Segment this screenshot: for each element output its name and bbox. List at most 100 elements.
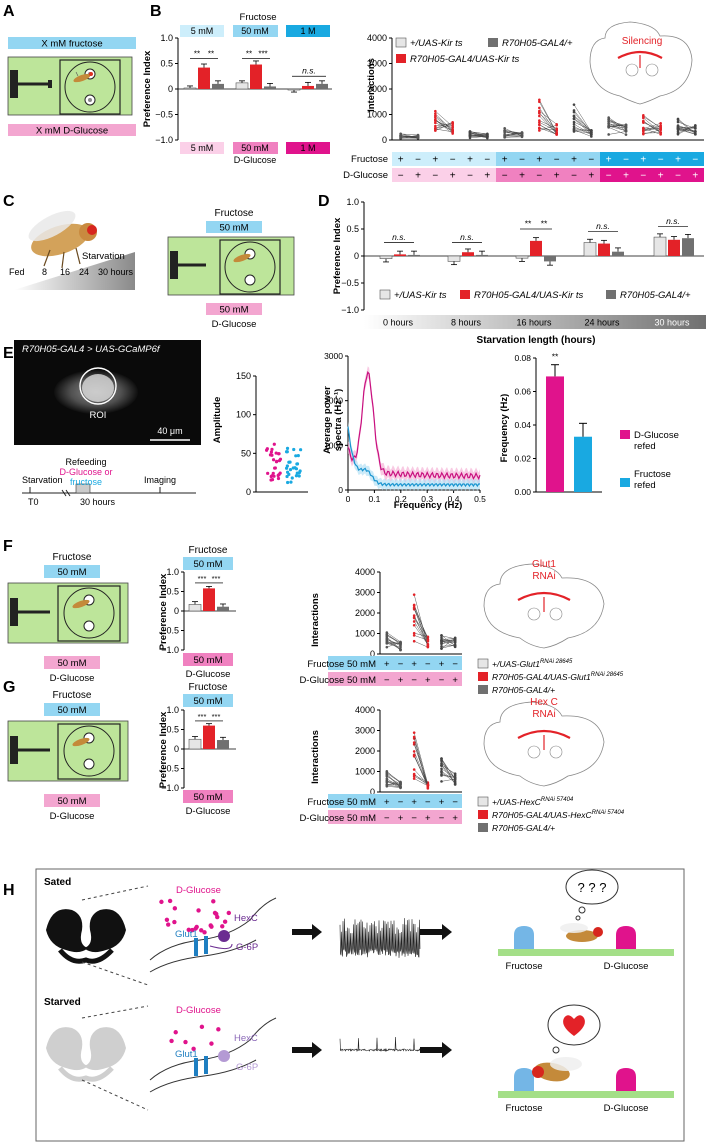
tl-fructose: fructose — [70, 477, 102, 487]
data-point — [572, 120, 576, 124]
tl-imaging: Imaging — [144, 475, 176, 485]
sign-fructose: + — [439, 659, 445, 670]
bar — [515, 255, 529, 259]
b-gconc-box-50 — [233, 142, 278, 154]
psd-glucose-line — [347, 370, 481, 481]
pair-line — [539, 101, 557, 134]
data-point — [416, 136, 420, 140]
bar — [188, 604, 202, 612]
schematic-box — [35, 868, 685, 1142]
amp-point-fructose — [288, 468, 293, 472]
data-point — [385, 634, 389, 638]
fly-sated-icon — [560, 923, 603, 942]
legend-swatch — [478, 672, 488, 681]
f-fconc-box — [44, 565, 100, 578]
sign-fructose: + — [640, 155, 646, 166]
sign-fructose: + — [411, 797, 417, 808]
food-strip-sated — [498, 949, 674, 956]
y-tick-label: 0.5 — [166, 725, 179, 735]
h-sated: Sated — [44, 877, 71, 888]
data-point — [385, 773, 389, 777]
data-point — [412, 623, 416, 627]
data-point — [659, 124, 662, 127]
data-point — [694, 130, 697, 134]
b-gconc-5: 5 mM — [191, 143, 214, 153]
data-point — [412, 634, 416, 637]
g-gconc-box — [44, 794, 100, 807]
data-point — [440, 644, 443, 648]
bar — [264, 86, 276, 89]
data-point — [453, 639, 457, 642]
sig-label: n.s. — [596, 221, 610, 231]
data-point — [440, 757, 443, 760]
c-axis-fed: Fed — [9, 267, 25, 277]
data-point — [385, 645, 389, 649]
d-legend-3: R70H05-GAL4/+ — [620, 290, 691, 301]
amp-point-glucose — [277, 459, 282, 463]
y-tick-label: 0 — [168, 84, 173, 94]
psd-fructose-line — [347, 426, 481, 488]
data-point — [440, 642, 443, 646]
f-fructose: Fructose — [53, 552, 92, 563]
f-chart-gconc-box — [183, 653, 233, 666]
glucose-dot — [191, 1046, 196, 1052]
amp-point-glucose — [272, 442, 276, 446]
data-point — [399, 136, 402, 140]
pair-line — [386, 786, 401, 788]
data-point — [451, 128, 454, 131]
c-fconc-box — [206, 221, 262, 233]
roi-label: ROI — [90, 410, 107, 421]
fructose-band — [496, 152, 600, 166]
f-chart-gconc: 50 mM — [193, 655, 222, 666]
sig-label: *** — [212, 574, 221, 583]
fructose-band — [328, 794, 462, 808]
sign-fructose: − — [692, 155, 698, 166]
h-dglucose-2: D-Glucose — [604, 1103, 649, 1114]
glucose-band — [328, 672, 462, 686]
f-legend-2: R70H05-GAL4/UAS-Glut1RNAi 28645 — [492, 672, 624, 682]
data-point — [412, 731, 416, 734]
sign-glucose: + — [415, 171, 421, 182]
y-tick-label: 0 — [370, 649, 375, 659]
amp-point-fructose — [293, 466, 297, 470]
data-point — [642, 131, 645, 135]
data-point — [412, 603, 416, 607]
data-point — [538, 119, 541, 122]
data-point — [607, 117, 610, 121]
data-point — [385, 640, 389, 644]
bar — [203, 725, 215, 749]
pair-line — [504, 130, 523, 134]
pair-line — [441, 637, 456, 646]
c-food-well-bottom — [244, 274, 256, 286]
sign-glucose: + — [425, 813, 431, 824]
glucose-dot — [211, 899, 216, 904]
sign-fructose: − — [658, 155, 664, 166]
data-point — [659, 122, 662, 125]
g-chart-gconc-box — [183, 790, 233, 803]
panel-label-h: H — [3, 882, 15, 899]
fly-starved-icon — [532, 1057, 582, 1082]
amp-point-glucose — [268, 453, 273, 457]
pair-line — [441, 639, 456, 643]
sig-label: ** — [541, 219, 548, 229]
pair-line — [413, 604, 429, 640]
legend-swatch — [478, 823, 488, 832]
pair-line — [573, 115, 592, 131]
b-legend: +/UAS-Kir ts R70H05-GAL4/+ R70H05-GAL4/U… — [395, 37, 573, 65]
sign-fructose: + — [571, 155, 577, 166]
data-point — [572, 103, 576, 106]
pair-line — [435, 119, 453, 132]
f-sugar-rows: +−−++−−++−−+ — [328, 656, 462, 686]
amp-point-glucose — [271, 471, 275, 475]
pair-line — [677, 128, 696, 135]
arena-connector — [10, 70, 18, 98]
c-fly-icon — [233, 253, 251, 263]
g-chart-fconc-box — [183, 694, 233, 707]
sign-glucose: + — [519, 171, 525, 182]
h-glut1-1: Glut1 — [175, 929, 198, 940]
g-food-well-bottom — [83, 758, 95, 770]
y-tick-label: 2000 — [324, 396, 343, 406]
c-axis-16: 16 — [60, 267, 70, 277]
arrow-1 — [292, 924, 322, 940]
c-gconc-box — [206, 303, 262, 315]
